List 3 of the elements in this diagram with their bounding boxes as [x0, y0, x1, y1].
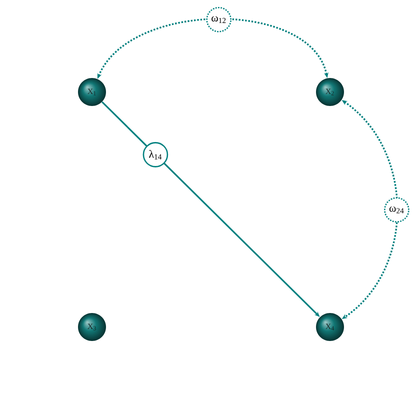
edge-label: ω$_{24}$ [384, 197, 410, 223]
edge-label: λ$_{14}$ [142, 142, 168, 168]
edge-label: ω$_{12}$ [206, 6, 232, 32]
